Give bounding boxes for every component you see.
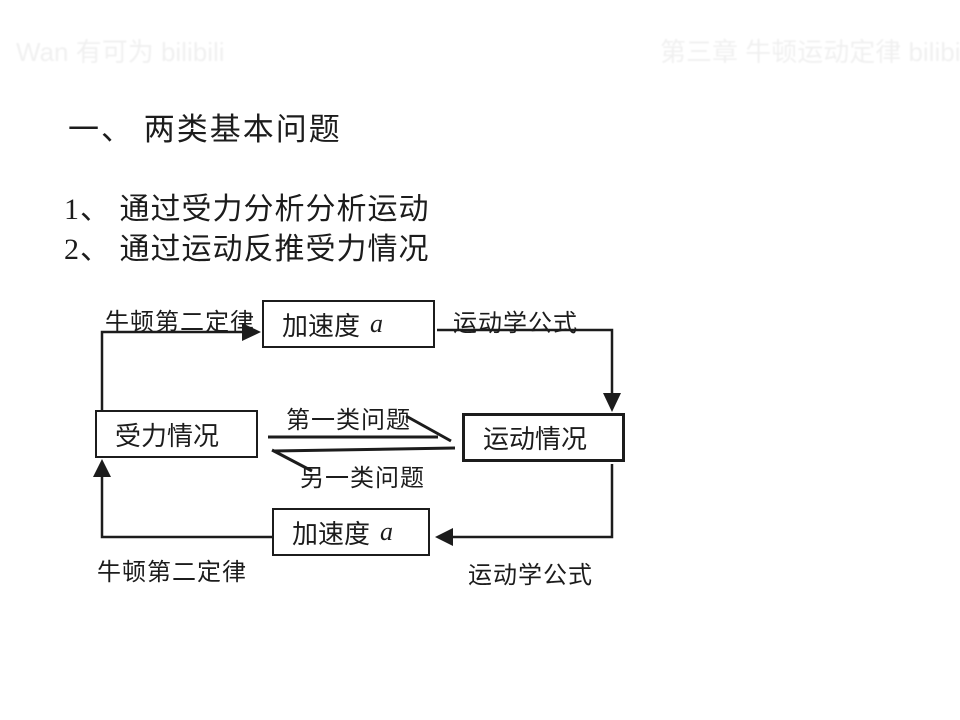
arrow-accel-top-to-motion	[437, 328, 621, 412]
watermark-right: 第三章 牛顿运动定律 bilibili	[660, 37, 960, 67]
list-item-2: 2、 通过运动反推受力情况	[64, 233, 430, 266]
list-item-1: 1、 通过受力分析分析运动	[64, 193, 430, 226]
edge-label-newton-second-law-top: 牛顿第二定律	[105, 310, 255, 336]
box-acceleration-bottom-label: 加速度	[292, 519, 371, 549]
box-acceleration-top-symbol: a	[370, 309, 384, 338]
watermark-left: Wan 有可为 bilibili	[16, 37, 225, 67]
edge-label-first-type-problem: 第一类问题	[286, 408, 411, 434]
box-motion-situation: 运动情况	[462, 413, 625, 462]
box-force-situation-label: 受力情况	[115, 421, 220, 451]
box-force-situation: 受力情况	[95, 410, 258, 458]
edge-label-kinematics-formula-bottom: 运动学公式	[468, 563, 593, 589]
edge-label-other-type-problem: 另一类问题	[300, 466, 425, 492]
box-acceleration-top: 加速度 a	[262, 300, 435, 348]
box-acceleration-bottom: 加速度 a	[272, 508, 430, 556]
arrow-motion-to-accel-bottom	[435, 464, 614, 546]
box-motion-situation-label: 运动情况	[483, 425, 588, 454]
edge-label-kinematics-formula-top: 运动学公式	[453, 311, 578, 337]
box-acceleration-top-label: 加速度	[282, 311, 361, 341]
box-acceleration-bottom-symbol: a	[380, 517, 394, 546]
arrow-accel-bottom-to-force	[93, 459, 272, 539]
edge-label-newton-second-law-bottom: 牛顿第二定律	[97, 560, 247, 586]
slide-title: 一、 两类基本问题	[68, 112, 342, 147]
